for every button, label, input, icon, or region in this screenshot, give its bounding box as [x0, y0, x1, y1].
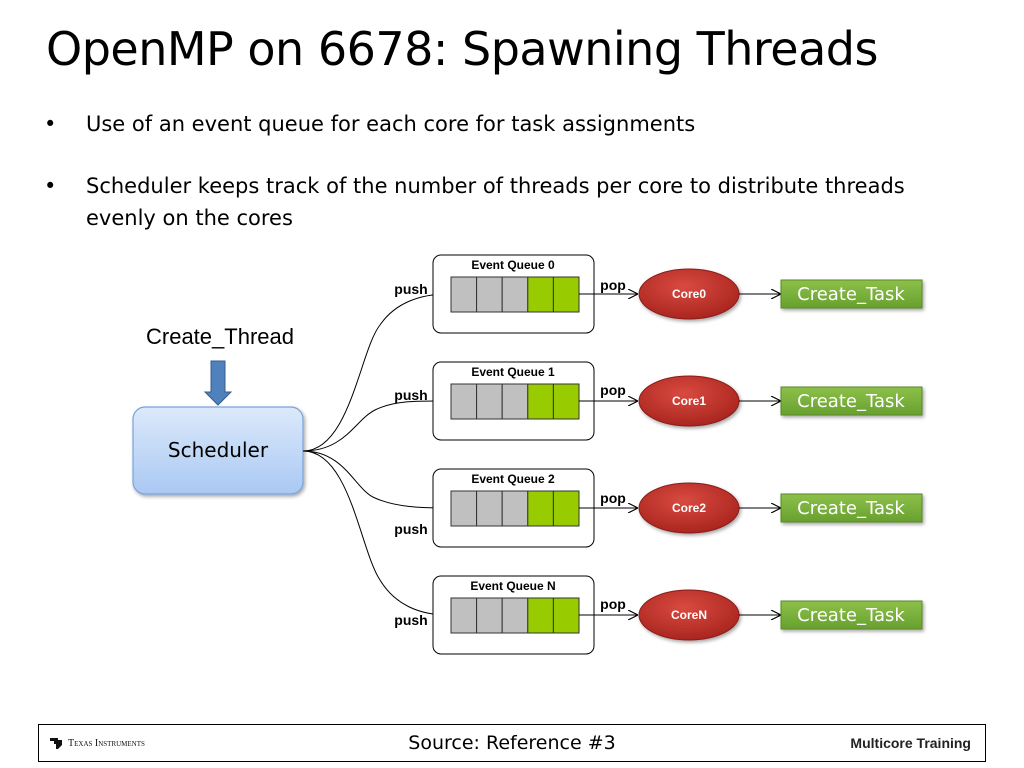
ti-logo-icon — [50, 738, 62, 749]
down-arrow-icon — [203, 360, 233, 406]
push-arrow-n — [302, 450, 448, 615]
queue-slot-empty — [476, 383, 503, 420]
multicore-training-brand: Multicore Training — [850, 735, 971, 751]
push-label: push — [394, 612, 427, 628]
scheduler-box: Scheduler — [132, 406, 304, 495]
bullet-item: • Scheduler keeps track of the number of… — [44, 170, 944, 234]
queue-slot-filled — [552, 597, 580, 634]
slide-title: OpenMP on 6678: Spawning Threads — [46, 22, 878, 76]
create-task-label: Create_Task — [797, 605, 905, 626]
queue-slot-filled — [527, 383, 554, 420]
event-queue-label: Event Queue 1 — [471, 365, 555, 379]
scheduler-label: Scheduler — [168, 438, 269, 462]
push-label: push — [394, 281, 427, 297]
queue-slot-empty — [501, 383, 529, 420]
create-task-box — [780, 279, 923, 309]
event-queue-label: Event Queue N — [470, 579, 555, 593]
queue-slot-empty — [476, 490, 503, 527]
queue-slot-empty — [450, 383, 478, 420]
event-queue-label: Event Queue 2 — [471, 472, 555, 486]
pop-label: pop — [600, 382, 626, 398]
bullet-list: • Use of an event queue for each core fo… — [44, 108, 944, 264]
core-label: Core0 — [672, 287, 706, 301]
core-label: CoreN — [671, 608, 707, 622]
bullet-dot-icon: • — [44, 112, 57, 136]
create-task-label: Create_Task — [797, 498, 905, 519]
queue-slot-empty — [450, 276, 478, 313]
footer-bar: Texas Instruments Source: Reference #3 M… — [38, 724, 986, 762]
bullet-text: Use of an event queue for each core for … — [86, 112, 696, 136]
pop-label: pop — [600, 490, 626, 506]
queue-slot-filled — [527, 276, 554, 313]
queue-slot-filled — [527, 597, 554, 634]
create-task-box — [780, 386, 923, 416]
queue-slot-empty — [476, 597, 503, 634]
source-caption: Source: Reference #3 — [408, 732, 616, 754]
pop-label: pop — [600, 596, 626, 612]
push-arrow-2 — [302, 450, 448, 508]
queue-slot-empty — [450, 490, 478, 527]
push-arrow-0 — [302, 294, 448, 452]
create-task-label: Create_Task — [797, 391, 905, 412]
ti-logo: Texas Instruments — [49, 736, 145, 750]
create-thread-label: Create_Thread — [146, 324, 294, 349]
bullet-item: • Use of an event queue for each core fo… — [44, 108, 944, 140]
bullet-text: Scheduler keeps track of the number of t… — [86, 174, 905, 230]
core-label: Core1 — [672, 394, 706, 408]
push-label: push — [394, 521, 427, 537]
queue-slot-empty — [476, 276, 503, 313]
create-task-label: Create_Task — [797, 284, 905, 305]
push-arrow-1 — [302, 401, 448, 452]
create-task-box — [780, 600, 923, 630]
bullet-dot-icon: • — [44, 174, 57, 198]
pop-label: pop — [600, 277, 626, 293]
create-task-box — [780, 493, 923, 523]
queue-slot-filled — [552, 490, 580, 527]
queue-slot-filled — [552, 383, 580, 420]
push-label: push — [394, 387, 427, 403]
queue-slot-empty — [450, 597, 478, 634]
queue-slot-filled — [552, 276, 580, 313]
queue-slot-empty — [501, 276, 529, 313]
queue-slot-empty — [501, 597, 529, 634]
queue-slot-empty — [501, 490, 529, 527]
ti-logo-text: Texas Instruments — [68, 737, 145, 749]
queue-slot-filled — [527, 490, 554, 527]
core-label: Core2 — [672, 501, 706, 515]
event-queue-label: Event Queue 0 — [471, 258, 555, 272]
